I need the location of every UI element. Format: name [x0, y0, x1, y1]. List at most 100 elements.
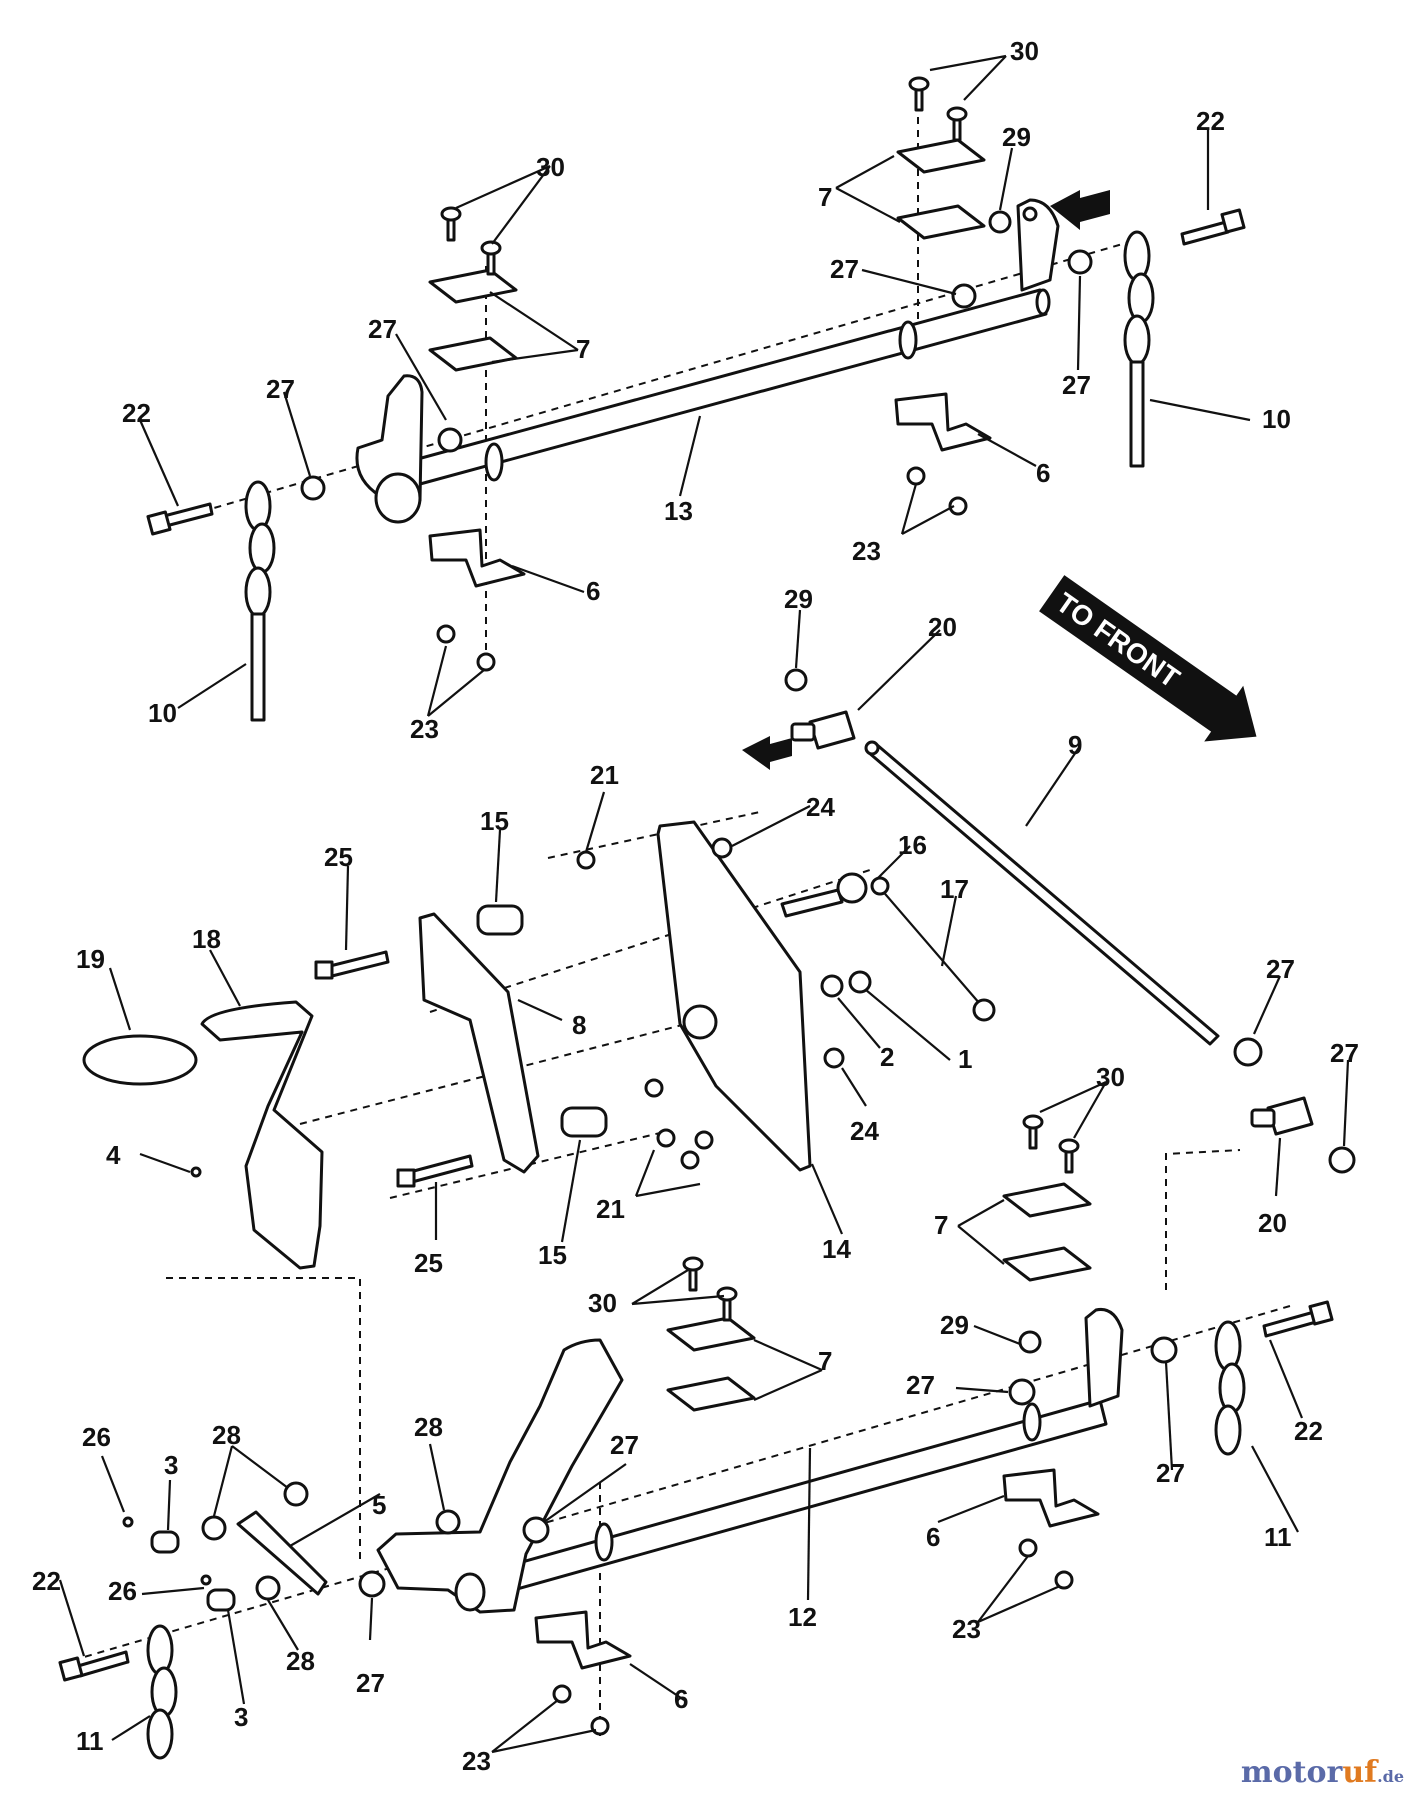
callout-7: 7	[818, 1346, 832, 1376]
leader-lines	[58, 54, 1350, 1754]
mounting-plate-14	[656, 820, 812, 1172]
callout-30: 30	[1010, 36, 1039, 66]
callout-3: 3	[234, 1702, 248, 1732]
callout-12: 12	[788, 1602, 817, 1632]
screw-21	[694, 1130, 714, 1150]
bracket-6	[894, 392, 992, 452]
clamp-plate-7	[1002, 1182, 1092, 1218]
callout-13: 13	[664, 496, 693, 526]
cotter-pin-26	[122, 1516, 134, 1528]
nut-29	[1018, 1330, 1042, 1354]
chain-10-left	[244, 480, 276, 722]
callout-27: 27	[368, 314, 397, 344]
pedal-linkage-assembly: TO FRONT	[82, 575, 1356, 1282]
nut-24	[823, 1047, 845, 1069]
callout-21: 21	[596, 1194, 625, 1224]
callout-4: 4	[106, 1140, 121, 1170]
to-front-label: TO FRONT	[1051, 587, 1186, 694]
lift-arm-right	[1016, 198, 1060, 292]
bracket-6	[1002, 1468, 1100, 1528]
clamp-plate-7	[666, 1316, 756, 1352]
callout-20: 20	[1258, 1208, 1287, 1238]
nut-27	[1150, 1336, 1178, 1364]
callout-15: 15	[480, 806, 509, 836]
screw-21	[644, 1078, 664, 1098]
callout-21: 21	[590, 760, 619, 790]
callout-5: 5	[372, 1490, 386, 1520]
callout-26: 26	[82, 1422, 111, 1452]
sector-plate-8	[418, 912, 540, 1174]
nut-27	[1233, 1037, 1263, 1067]
callout-11: 11	[1264, 1522, 1292, 1552]
callout-labels: 30 22 29 7 27 27 10 6 23 30 7 27 27 22 1…	[32, 36, 1359, 1776]
nut-23	[590, 1716, 610, 1736]
clamp-plate-7	[666, 1376, 756, 1412]
callout-25: 25	[414, 1248, 443, 1278]
callout-30: 30	[1096, 1062, 1125, 1092]
shaft-collar	[594, 1522, 614, 1562]
bolt-22	[1180, 220, 1230, 246]
shaft-collar	[484, 442, 504, 482]
callout-1: 1	[958, 1044, 972, 1074]
clamp-plate-7	[428, 336, 518, 372]
callout-30: 30	[588, 1288, 617, 1318]
screw-21	[656, 1128, 676, 1148]
chain-10-right	[1123, 230, 1155, 468]
callout-27: 27	[356, 1668, 385, 1698]
callout-3: 3	[164, 1450, 178, 1480]
callout-27: 27	[1062, 370, 1091, 400]
callout-28: 28	[286, 1646, 315, 1676]
clamp-plate-7	[428, 268, 518, 304]
callout-28: 28	[414, 1412, 443, 1442]
callout-6: 6	[1036, 458, 1050, 488]
callout-20: 20	[928, 612, 957, 642]
pin-3	[206, 1588, 236, 1612]
callout-6: 6	[674, 1684, 688, 1714]
pin-3	[150, 1530, 180, 1554]
bolt-22	[1262, 1310, 1318, 1338]
screw-21	[680, 1150, 700, 1170]
pedal-arm	[376, 1338, 624, 1614]
callout-29: 29	[1002, 122, 1031, 152]
clamp-plate-7	[1002, 1246, 1092, 1282]
nut-27	[1328, 1146, 1356, 1174]
nut-29	[988, 210, 1012, 234]
nut-23	[552, 1684, 572, 1704]
callout-6: 6	[586, 576, 600, 606]
bolt-25	[328, 950, 390, 978]
callout-10: 10	[148, 698, 177, 728]
callout-24: 24	[806, 792, 835, 822]
chain-11-right	[1214, 1320, 1246, 1456]
nut-23	[436, 624, 456, 644]
nut-23	[1018, 1538, 1038, 1558]
nut-24	[711, 837, 733, 859]
pedal-pad-19	[82, 1034, 198, 1086]
watermark-suffix: .de	[1377, 1767, 1404, 1786]
callout-23: 23	[952, 1614, 981, 1644]
clamp-plate-7	[896, 204, 986, 240]
bracket-6	[428, 528, 526, 588]
control-rod-9	[866, 742, 1220, 1046]
lift-arm-right-lower	[1084, 1307, 1124, 1408]
nut-27	[1067, 249, 1093, 275]
nut-23	[476, 652, 496, 672]
screw-21	[576, 850, 596, 870]
clamp-plate-7	[896, 138, 986, 174]
callout-7: 7	[818, 182, 832, 212]
watermark-accent: uf	[1342, 1755, 1378, 1790]
cotter-pin-26	[200, 1574, 212, 1586]
bolt-22	[162, 502, 214, 528]
washer-28	[201, 1515, 227, 1541]
washer-1	[848, 970, 872, 994]
shaft-collar	[898, 320, 918, 360]
washer-28	[283, 1481, 309, 1507]
callout-6: 6	[926, 1522, 940, 1552]
upper-lift-shaft-assembly	[146, 76, 1246, 722]
callout-23: 23	[462, 1746, 491, 1776]
callout-23: 23	[852, 536, 881, 566]
callout-27: 27	[1330, 1038, 1359, 1068]
direction-arrow-icon	[1050, 190, 1110, 230]
callout-26: 26	[108, 1576, 137, 1606]
nut-27	[358, 1570, 386, 1598]
